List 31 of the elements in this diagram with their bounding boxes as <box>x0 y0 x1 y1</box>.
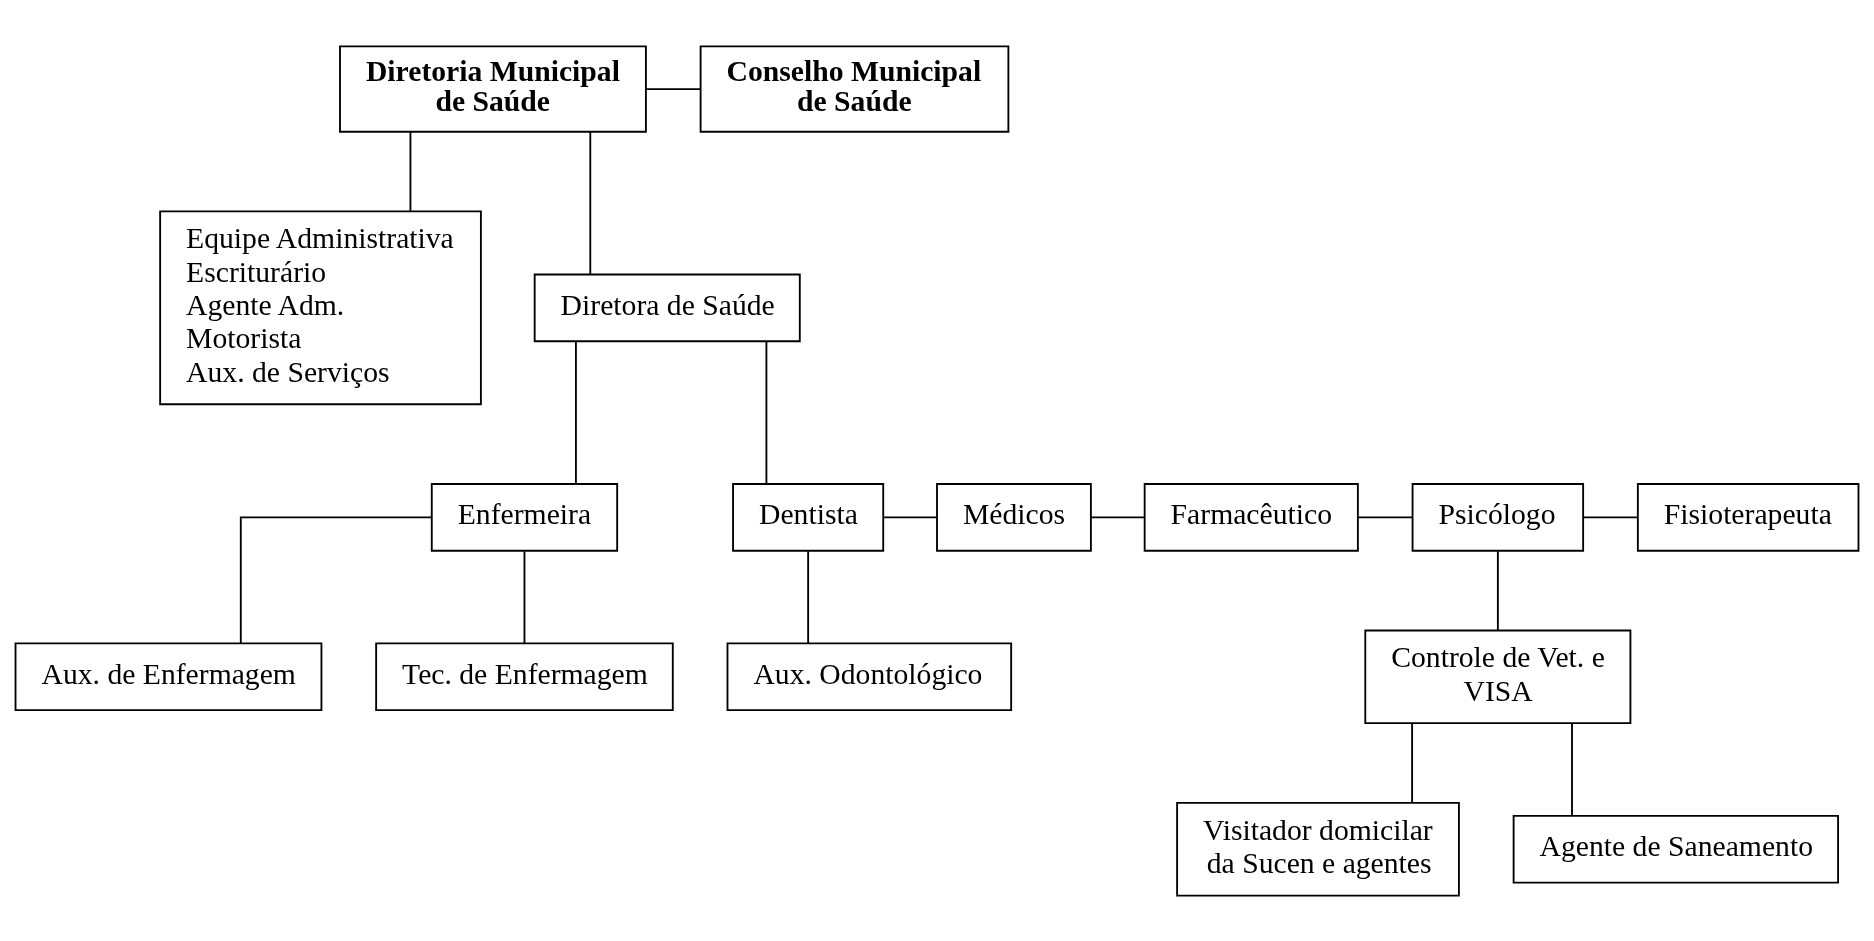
connector <box>1571 722 1573 817</box>
node-box: Dentista <box>732 482 885 552</box>
connector <box>409 130 412 212</box>
node-box: Agente de Saneamento <box>1512 814 1839 884</box>
node-box: Tec. de Enfermagem <box>375 642 674 711</box>
connector <box>882 515 938 518</box>
connector <box>523 549 526 644</box>
connector <box>645 87 702 90</box>
node-box: Farmacêutico <box>1143 482 1359 552</box>
node-box: Aux. de Enfermagem <box>14 642 323 711</box>
connector <box>239 515 433 644</box>
node-box: Diretoria Municipal de Saúde <box>339 45 647 133</box>
node-box: Conselho Municipal de Saúde <box>699 45 1010 133</box>
node-box: Aux. Odontológico <box>726 642 1013 711</box>
node-box: Enfermeira <box>430 482 619 552</box>
node-box: Visitador domicilar da Sucen e agentes <box>1176 801 1460 896</box>
connector <box>589 130 592 275</box>
connector <box>575 340 577 485</box>
node-box: Controle de Vet. e VISA <box>1364 629 1632 724</box>
node-box: Psicólogo <box>1411 482 1585 552</box>
connector <box>1411 722 1414 804</box>
connector <box>807 549 810 644</box>
connector <box>1496 549 1499 631</box>
node-box: Médicos <box>936 482 1092 552</box>
connector <box>765 340 768 485</box>
node-box: Diretora de Saúde <box>533 273 801 342</box>
connector <box>1582 515 1638 518</box>
node-box: Fisioterapeuta <box>1636 482 1860 552</box>
node-box: Equipe Administrativa Escriturário Agente Adm. Motorista Aux. de Serviços <box>159 210 482 405</box>
connector <box>1090 515 1146 518</box>
connector <box>1357 515 1414 518</box>
